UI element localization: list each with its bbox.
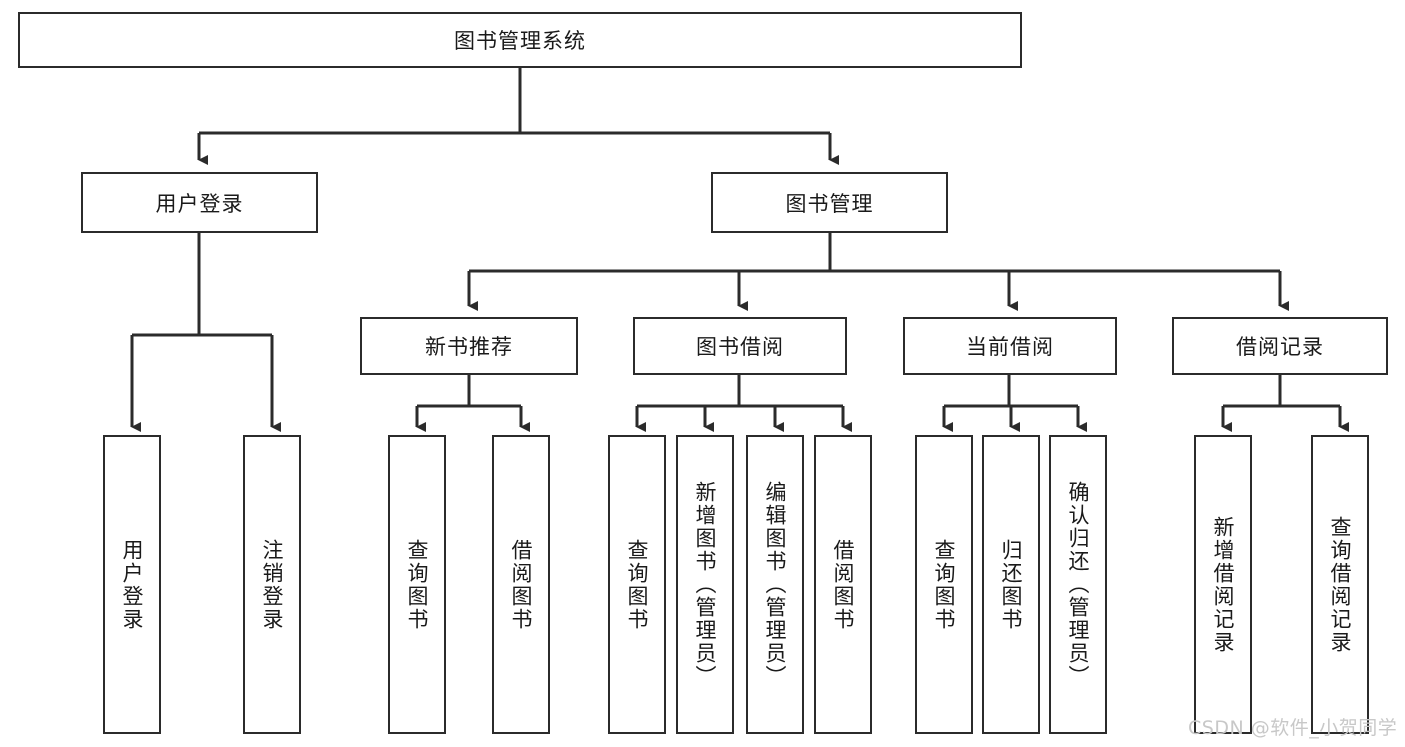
- node-label: 借阅图书: [509, 538, 534, 631]
- leaf-recommend-query-book[interactable]: 查询图书: [388, 435, 446, 734]
- leaf-borrow-borrow-book[interactable]: 借阅图书: [814, 435, 872, 734]
- node-label: 新书推荐: [425, 335, 513, 359]
- node-new-book-recommend[interactable]: 新书推荐: [360, 317, 578, 375]
- leaf-user-logout[interactable]: 注销登录: [243, 435, 301, 734]
- node-label: 用户登录: [155, 191, 244, 216]
- leaf-current-query-book[interactable]: 查询图书: [915, 435, 973, 734]
- leaf-borrow-query-book[interactable]: 查询图书: [608, 435, 666, 734]
- node-label: 图书管理系统: [454, 29, 586, 53]
- node-label: 注销登录: [260, 538, 285, 631]
- leaf-current-return-book[interactable]: 归还图书: [982, 435, 1040, 734]
- node-root-book-management-system[interactable]: 图书管理系统: [18, 12, 1022, 68]
- node-label: 归还图书: [999, 538, 1024, 631]
- node-label: 查询图书: [932, 538, 957, 631]
- node-label: 新增借阅记录: [1211, 515, 1236, 654]
- leaf-borrow-edit-book-admin[interactable]: 编辑图书（管理员）: [746, 435, 804, 734]
- node-label: 查询借阅记录: [1328, 515, 1353, 654]
- leaf-borrow-add-book-admin[interactable]: 新增图书（管理员）: [676, 435, 734, 734]
- leaf-current-confirm-return-admin[interactable]: 确认归还（管理员）: [1049, 435, 1107, 734]
- node-label: 用户登录: [120, 538, 145, 631]
- node-borrow-record[interactable]: 借阅记录: [1172, 317, 1388, 375]
- watermark: CSDN @软件_小贺同学: [1188, 717, 1398, 739]
- node-user-login[interactable]: 用户登录: [81, 172, 318, 233]
- node-label: 图书借阅: [696, 335, 784, 359]
- node-book-management[interactable]: 图书管理: [711, 172, 948, 233]
- node-label: 确认归还（管理员）: [1066, 481, 1091, 688]
- leaf-record-query-borrow-record[interactable]: 查询借阅记录: [1311, 435, 1369, 734]
- node-label: 图书管理: [785, 191, 874, 216]
- node-label: 查询图书: [405, 538, 430, 631]
- node-current-borrow[interactable]: 当前借阅: [903, 317, 1117, 375]
- node-label: 借阅记录: [1236, 335, 1324, 359]
- node-label: 编辑图书（管理员）: [763, 481, 788, 688]
- node-label: 查询图书: [625, 538, 650, 631]
- node-label: 新增图书（管理员）: [693, 481, 718, 688]
- node-label: 当前借阅: [966, 335, 1054, 359]
- leaf-recommend-borrow-book[interactable]: 借阅图书: [492, 435, 550, 734]
- node-book-borrow[interactable]: 图书借阅: [633, 317, 847, 375]
- leaf-record-add-borrow-record[interactable]: 新增借阅记录: [1194, 435, 1252, 734]
- leaf-user-login[interactable]: 用户登录: [103, 435, 161, 734]
- node-label: 借阅图书: [831, 538, 856, 631]
